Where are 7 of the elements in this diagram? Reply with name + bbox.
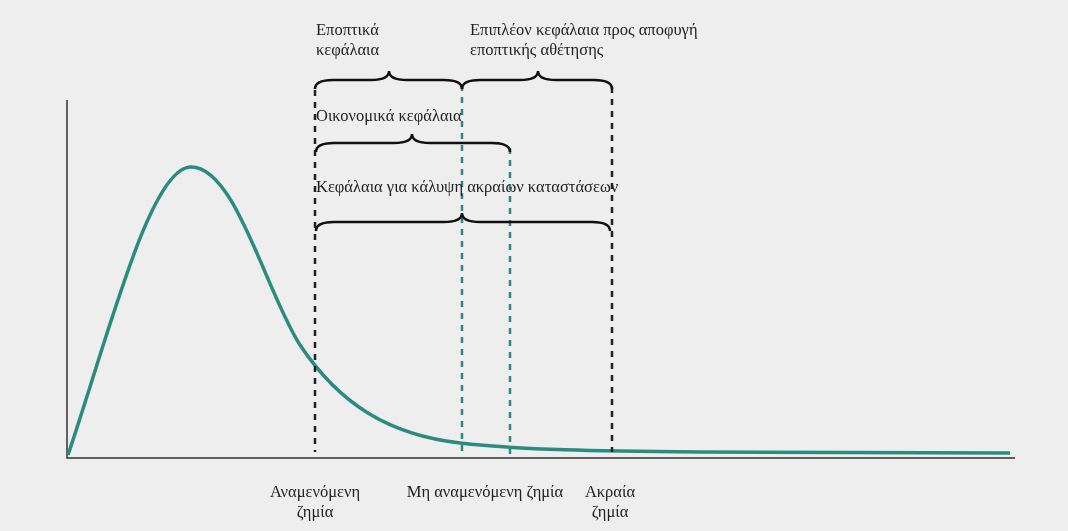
- axis-label: Μη αναμενόμενη ζημία: [405, 482, 565, 502]
- brace-label: Εποπτικά κεφάλαια: [316, 20, 381, 60]
- brace-label: Οικονομικά κεφάλαια: [316, 106, 463, 126]
- axis-label: Ακραία ζημία: [583, 482, 637, 522]
- brace-label: Επιπλέον κεφάλαια προς αποφυγή εποπτικής αθέτησης: [470, 20, 699, 60]
- axis-label: Αναμενόμενη ζημία: [268, 482, 362, 522]
- brace-label: Κεφάλαια για κάλυψη ακραίων καταστάσεων: [316, 177, 620, 197]
